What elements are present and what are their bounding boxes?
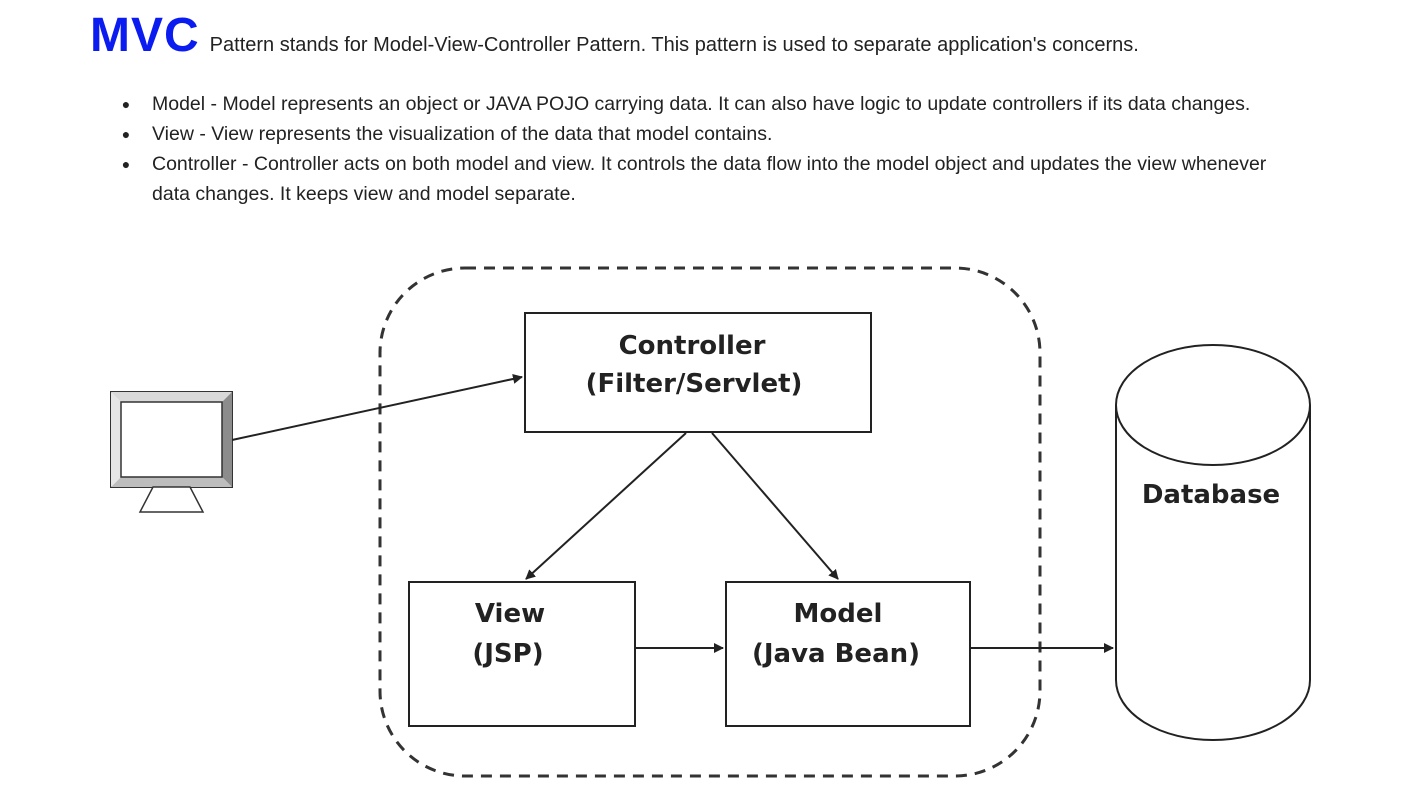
- model-box: Model (Java Bean): [725, 581, 971, 727]
- application-boundary: [378, 266, 1042, 778]
- view-sublabel: (JSP): [472, 639, 543, 669]
- arrow-controller-to-view: [525, 432, 687, 580]
- controller-sublabel: (Filter/Servlet): [586, 369, 803, 399]
- model-sublabel: (Java Bean): [752, 639, 920, 669]
- list-item-controller: ● Controller - Controller acts on both m…: [116, 149, 1286, 209]
- list-item-view: ● View - View represents the visualizati…: [116, 119, 1286, 149]
- arrow-client-to-controller: [231, 374, 523, 441]
- page-heading: MVC Pattern stands for Model-View-Control…: [90, 8, 1139, 63]
- bullet-icon: ●: [121, 126, 131, 142]
- view-label: View: [475, 599, 545, 629]
- view-box: View (JSP): [408, 581, 636, 727]
- list-item-text: View - View represents the visualization…: [152, 123, 773, 145]
- heading-description: Pattern stands for Model-View-Controller…: [209, 34, 1139, 56]
- heading-title: MVC: [90, 9, 200, 62]
- bullet-icon: ●: [121, 156, 131, 172]
- bullet-icon: ●: [121, 96, 131, 112]
- definition-list: ● Model - Model represents an object or …: [116, 89, 1286, 209]
- list-item-model: ● Model - Model represents an object or …: [116, 89, 1286, 119]
- database-label: Database: [1142, 480, 1280, 510]
- arrow-controller-to-model: [711, 432, 839, 580]
- computer-monitor-icon: [110, 391, 233, 513]
- list-item-text: Controller - Controller acts on both mod…: [152, 153, 1267, 205]
- model-label: Model: [794, 599, 883, 629]
- controller-label: Controller: [619, 331, 766, 361]
- database-cylinder: Database: [1115, 344, 1311, 741]
- list-item-text: Model - Model represents an object or JA…: [152, 93, 1251, 115]
- controller-box: Controller (Filter/Servlet): [524, 312, 872, 433]
